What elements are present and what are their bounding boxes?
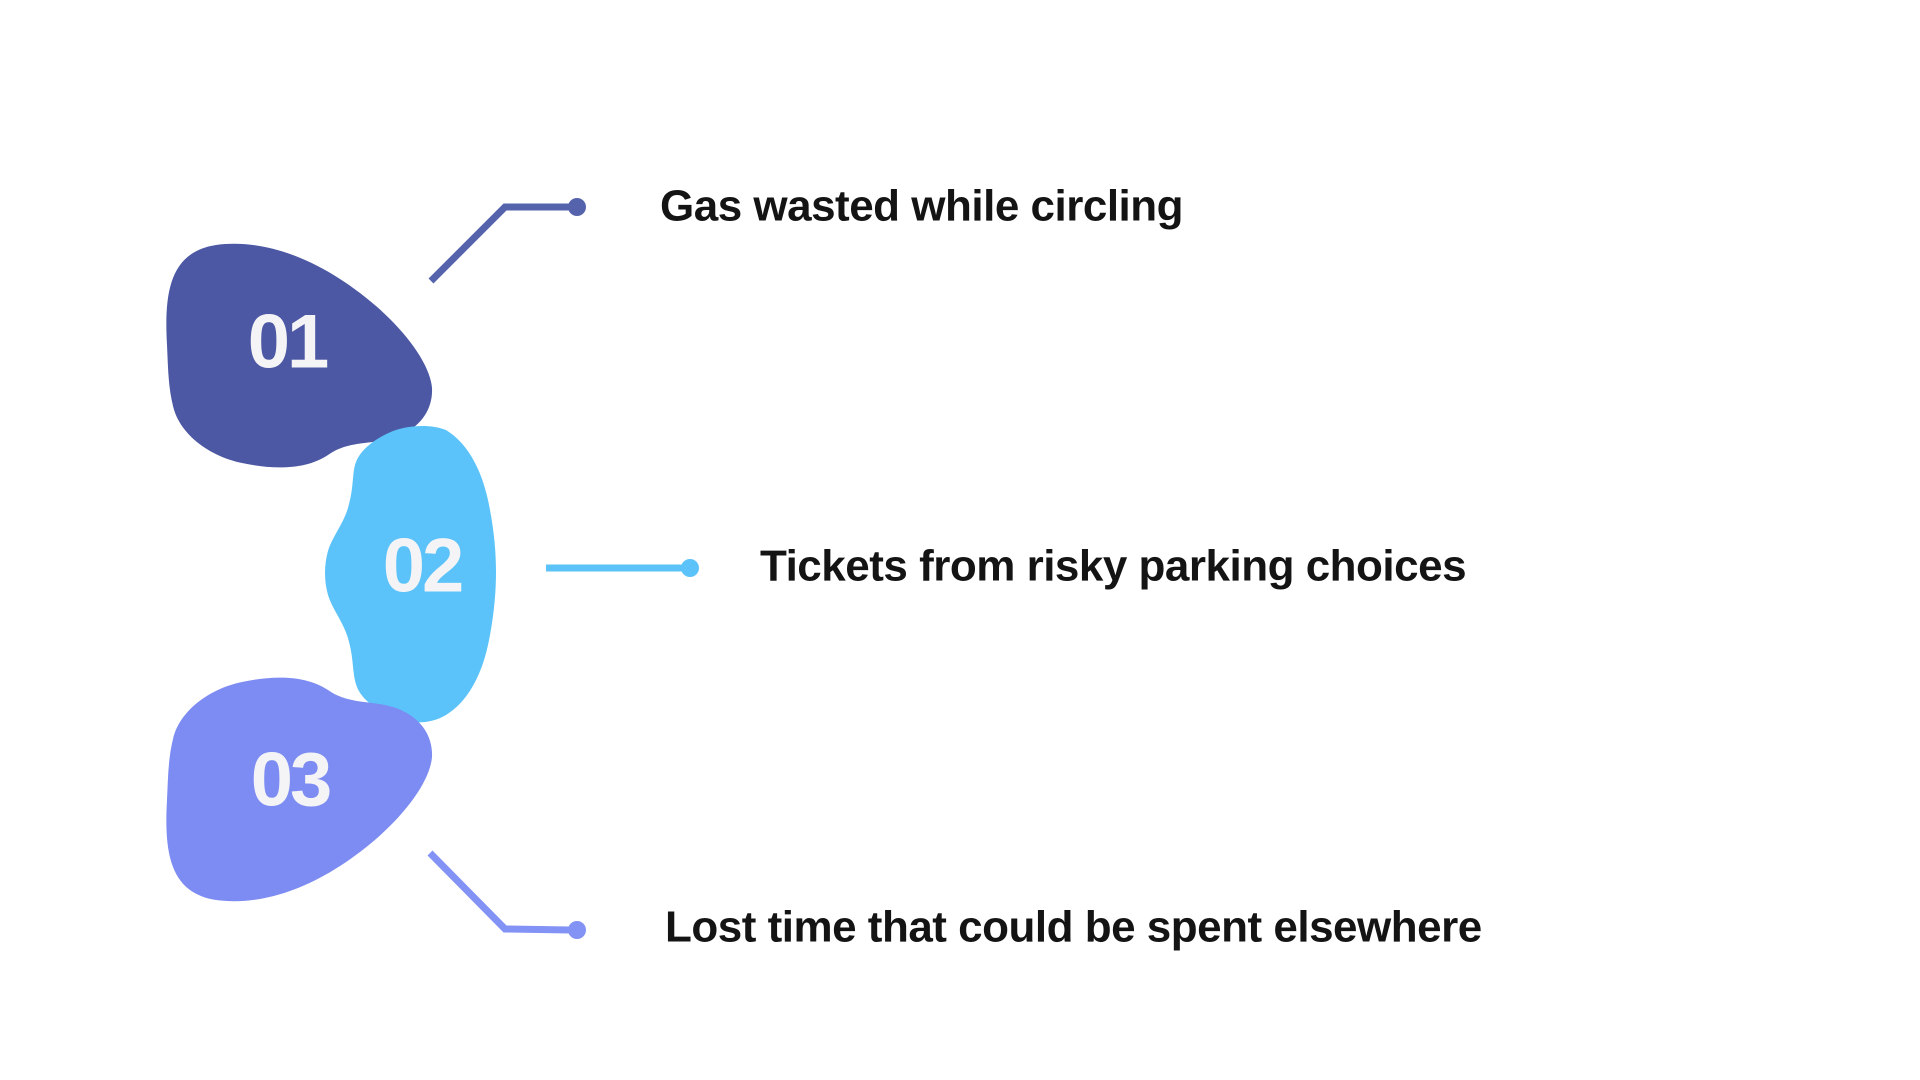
item-02-label: Tickets from risky parking choices	[760, 542, 1466, 591]
segment-03: 03 Lost time that could be spent elsewhe…	[166, 677, 1482, 952]
segment-01-blob	[166, 243, 433, 468]
connector-01-line	[428, 203, 570, 284]
segment-02: 02 Tickets from risky parking choices	[325, 425, 1467, 723]
segment-02-number: 02	[383, 524, 462, 609]
connector-01-dot	[568, 198, 586, 216]
item-01-label: Gas wasted while circling	[660, 182, 1183, 231]
connector-02-dot	[681, 559, 699, 577]
connector-03-dot	[568, 921, 586, 939]
item-03-label: Lost time that could be spent elsewhere	[665, 903, 1482, 952]
connector-03-line	[427, 850, 571, 934]
segment-02-blob	[325, 425, 496, 723]
segment-03-number: 03	[251, 738, 330, 823]
segment-01: 01 Gas wasted while circling	[166, 182, 1184, 468]
segment-03-blob	[166, 677, 433, 902]
segment-01-number: 01	[248, 300, 328, 385]
